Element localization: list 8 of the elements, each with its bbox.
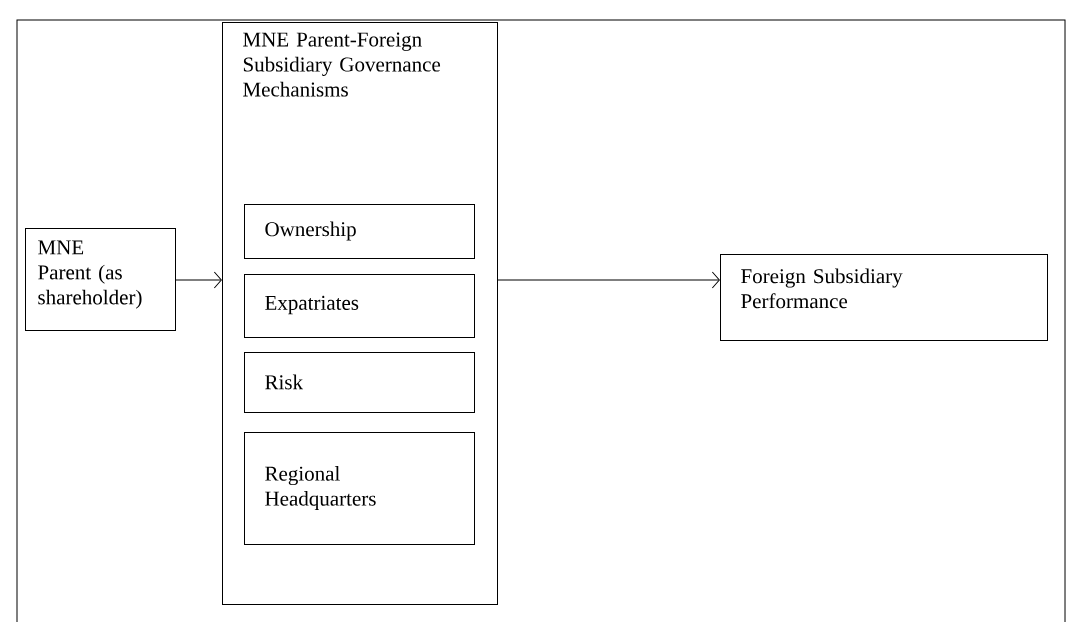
process-box: MNE Parent (as shareholder)	[25, 228, 176, 331]
arrow	[497, 271, 720, 289]
item-box: Ownership	[244, 204, 475, 259]
item-box: Risk	[244, 352, 475, 413]
item-box: Expatriates	[244, 274, 475, 338]
arrow	[175, 271, 222, 289]
item-box: Regional Headquarters	[244, 432, 475, 545]
process-box: Foreign Subsidiary Performance	[720, 254, 1048, 341]
